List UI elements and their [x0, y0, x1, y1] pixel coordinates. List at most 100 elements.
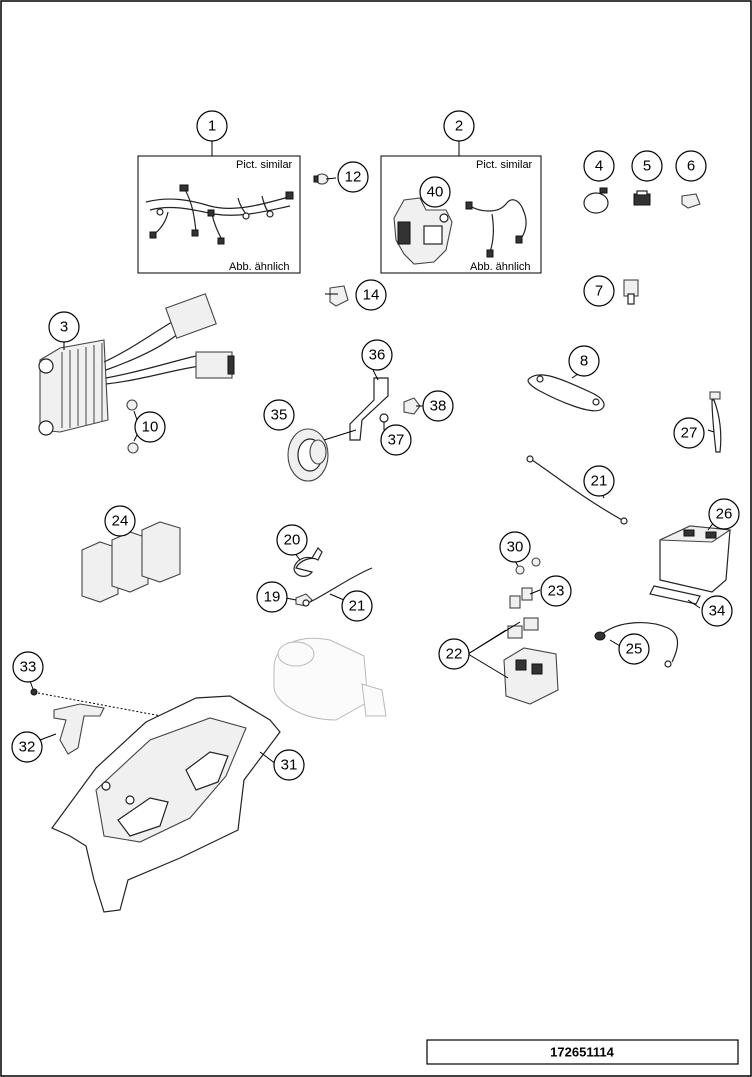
electronics-box-part — [51, 695, 281, 913]
callout-38: 38 — [422, 390, 454, 422]
callout-40: 40 — [419, 176, 451, 208]
voltage-regulator-part — [38, 293, 235, 436]
svg-text:6: 6 — [687, 158, 695, 175]
battery-pad-part — [649, 585, 701, 605]
svg-text:38: 38 — [430, 398, 447, 415]
callout-34: 34 — [701, 595, 733, 627]
callout-1: 1 — [196, 110, 228, 142]
terminal-cap-part — [293, 547, 323, 577]
starter-motor-ghost — [273, 637, 387, 721]
battery-part — [659, 525, 732, 593]
callout-19: 19 — [256, 581, 288, 613]
svg-text:5: 5 — [643, 158, 651, 175]
grommet-part — [681, 193, 701, 209]
callout-25: 25 — [618, 633, 650, 665]
wiring-harness-box: Pict. similar Abb. ähnlich — [137, 140, 301, 274]
wiring-harness-part — [145, 184, 294, 245]
connector-14-part — [329, 285, 349, 307]
callout-22: 22 — [438, 638, 470, 670]
nut-38-part — [403, 397, 421, 415]
svg-text:24: 24 — [112, 513, 129, 530]
svg-text:30: 30 — [507, 539, 524, 556]
callout-36: 36 — [361, 339, 393, 371]
callout-2: 2 — [443, 110, 475, 142]
starter-cable-part — [302, 567, 373, 607]
callout-21-upper: 21 — [583, 465, 615, 497]
svg-text:32: 32 — [19, 739, 36, 756]
callout-27: 27 — [673, 417, 705, 449]
svg-text:31: 31 — [281, 757, 298, 774]
document-number-box: 172651114 — [426, 1039, 739, 1065]
cable-tie-part — [583, 187, 609, 214]
sensor-27-part — [709, 391, 722, 453]
screw-30-part — [515, 557, 541, 575]
svg-text:1: 1 — [208, 118, 216, 135]
callout-12: 12 — [337, 161, 369, 193]
svg-text:25: 25 — [626, 641, 643, 658]
box2-bottom-label: Abb. ähnlich — [470, 261, 531, 273]
document-number: 172651114 — [550, 1045, 614, 1060]
battery-cable-part — [594, 622, 679, 668]
callout-10: 10 — [134, 411, 166, 443]
callout-3: 3 — [48, 311, 80, 343]
callout-24: 24 — [104, 505, 136, 537]
callout-31: 31 — [273, 749, 305, 781]
callout-35: 35 — [263, 399, 295, 431]
svg-text:12: 12 — [345, 169, 362, 186]
switch-bracket-part — [393, 197, 453, 265]
svg-text:21: 21 — [349, 598, 366, 615]
svg-text:40: 40 — [427, 184, 444, 201]
callout-23: 23 — [540, 575, 572, 607]
svg-text:2: 2 — [455, 118, 463, 135]
callout-7: 7 — [583, 275, 615, 307]
bracket-32-part — [53, 703, 105, 755]
callout-32: 32 — [11, 731, 43, 763]
svg-text:22: 22 — [446, 646, 463, 663]
svg-text:8: 8 — [580, 353, 588, 370]
bulb-part — [313, 173, 329, 185]
aux-wires-part — [465, 199, 527, 258]
box1-bottom-label: Abb. ähnlich — [229, 261, 290, 273]
callout-14: 14 — [355, 279, 387, 311]
svg-text:26: 26 — [716, 506, 733, 523]
svg-text:10: 10 — [142, 419, 159, 436]
box2-top-label: Pict. similar — [476, 159, 533, 171]
nut-10-part — [126, 399, 139, 454]
horn-bracket-part — [349, 377, 389, 441]
callout-6: 6 — [675, 150, 707, 182]
clip-part — [633, 190, 651, 206]
svg-text:19: 19 — [264, 589, 281, 606]
callout-37: 37 — [380, 424, 412, 456]
callout-leaders — [29, 177, 715, 765]
battery-strap-part — [527, 374, 605, 412]
svg-text:35: 35 — [271, 407, 288, 424]
svg-text:27: 27 — [681, 425, 698, 442]
fuse-holder-24-part — [81, 521, 181, 603]
svg-text:3: 3 — [60, 319, 68, 336]
callout-20: 20 — [276, 524, 308, 556]
svg-text:34: 34 — [709, 603, 726, 620]
svg-text:4: 4 — [595, 158, 603, 175]
auxiliary-harness-box: Pict. similar Abb. ähnlich — [380, 140, 542, 274]
svg-text:33: 33 — [20, 659, 37, 676]
callout-33: 33 — [12, 651, 44, 683]
svg-text:20: 20 — [284, 532, 301, 549]
svg-text:14: 14 — [363, 287, 380, 304]
callout-5: 5 — [631, 150, 663, 182]
callout-21-lower: 21 — [341, 590, 373, 622]
screw-33-part — [30, 688, 38, 696]
callout-26: 26 — [708, 498, 740, 530]
fuse-23-part — [509, 587, 533, 609]
callout-30: 30 — [499, 531, 531, 563]
svg-text:23: 23 — [548, 583, 565, 600]
relay-clip-part — [623, 279, 639, 305]
svg-text:36: 36 — [369, 347, 386, 364]
callout-8: 8 — [568, 345, 600, 377]
box1-top-label: Pict. similar — [236, 159, 293, 171]
svg-text:21: 21 — [591, 473, 608, 490]
starter-relay-part — [503, 617, 559, 705]
svg-text:37: 37 — [388, 432, 405, 449]
svg-text:7: 7 — [595, 283, 603, 300]
